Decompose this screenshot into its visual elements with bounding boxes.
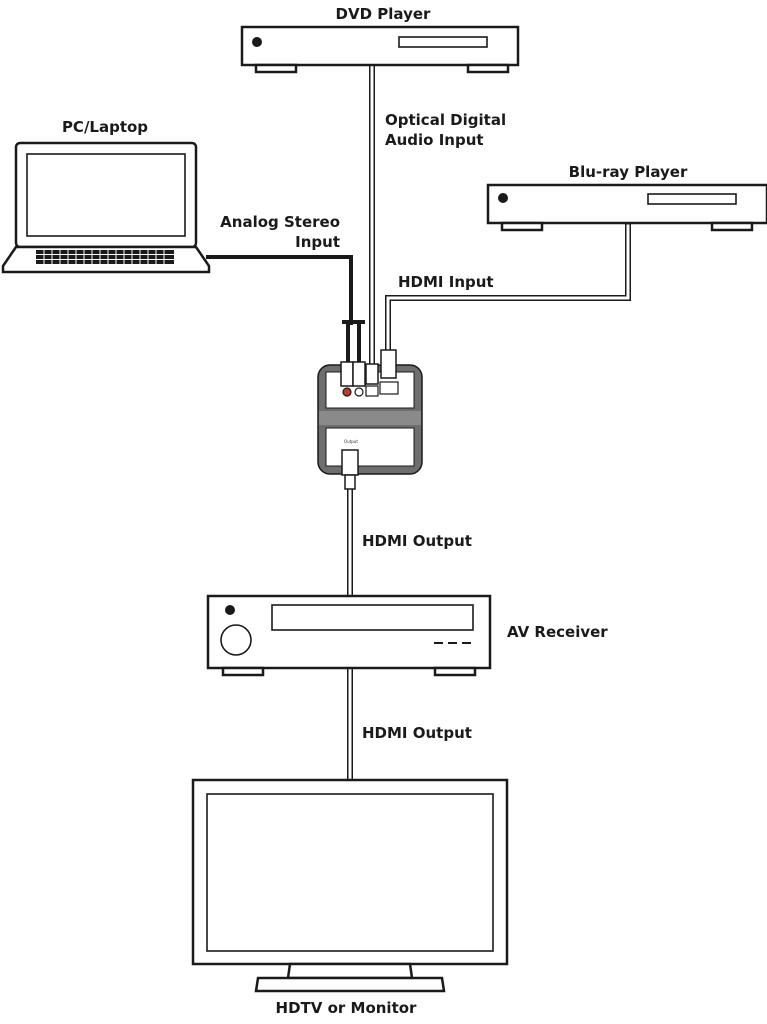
bluray-player-label: Blu-ray Player [569, 163, 688, 181]
av-receiver [206, 594, 492, 677]
hdmi-input-plug [379, 349, 399, 395]
receiver-power-button [225, 605, 235, 615]
av-receiver-label: AV Receiver [507, 623, 608, 641]
hdmi-output-label-1: HDMI Output [362, 532, 472, 550]
receiver-volume-knob [220, 624, 252, 656]
hdmi-output-label-2: HDMI Output [362, 724, 472, 742]
analog-stereo-cable [206, 255, 365, 366]
rca-left-plug [340, 361, 354, 397]
bluray-power-button [498, 193, 508, 203]
optical-plug [365, 363, 379, 397]
rca-right-plug [352, 361, 366, 397]
laptop-keyboard [36, 250, 174, 264]
hdmi-input-cable [385, 223, 631, 353]
optical-label-line1: Optical Digital [385, 111, 506, 129]
dvd-player-label: DVD Player [336, 5, 431, 23]
hdmi-output-plug [341, 449, 359, 490]
hdtv-label: HDTV or Monitor [276, 999, 418, 1017]
hdmi-input-label: HDMI Input [398, 273, 494, 291]
analog-label-line2: Input [295, 233, 340, 251]
pc-laptop-label: PC/Laptop [62, 118, 148, 136]
bluray-player [486, 183, 767, 232]
audio-embedder-converter: Output [317, 349, 423, 490]
hdtv-monitor [191, 778, 509, 993]
converter-output-tag: Output [344, 439, 358, 444]
dvd-player [240, 25, 520, 74]
optical-label-line2: Audio Input [385, 131, 484, 149]
dvd-power-button [252, 37, 262, 47]
analog-label-line1: Analog Stereo [220, 213, 340, 231]
pc-laptop [1, 141, 211, 274]
